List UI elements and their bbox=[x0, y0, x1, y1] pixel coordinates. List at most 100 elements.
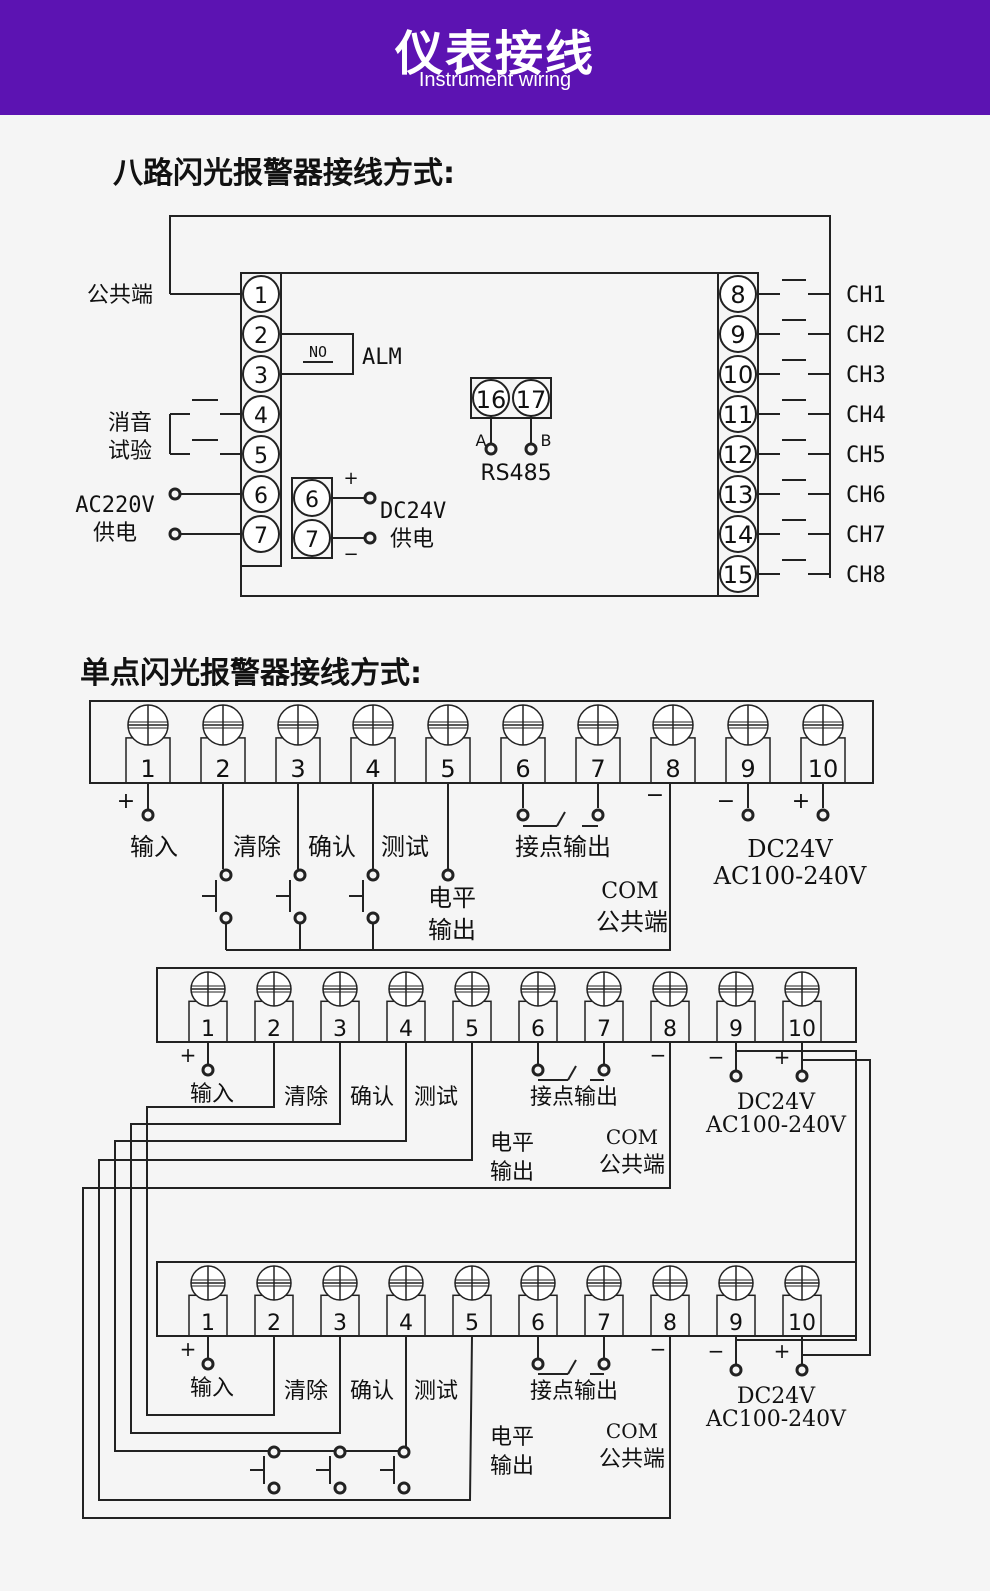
common-return-wire bbox=[226, 783, 671, 951]
screw-slot-box bbox=[727, 721, 769, 729]
common-loop-wire bbox=[169, 215, 831, 578]
ac-label: AC100-240V bbox=[705, 1113, 847, 1138]
terminal-circle bbox=[242, 515, 280, 553]
ac-label: AC220V bbox=[75, 493, 154, 518]
minus-label: − bbox=[717, 789, 735, 814]
com-label: COM bbox=[606, 1419, 658, 1443]
button-node bbox=[219, 868, 233, 882]
plus-label: + bbox=[343, 468, 358, 489]
terminal-label: 2 bbox=[215, 755, 230, 783]
clear-label: 清除 bbox=[284, 1085, 328, 1110]
button-node bbox=[397, 1445, 411, 1459]
section2-title: 单点闪光报警器接线方式: bbox=[80, 656, 422, 691]
minus-label: − bbox=[708, 1045, 725, 1069]
channel-label: CH6 bbox=[846, 483, 886, 508]
rs485-label: RS485 bbox=[480, 461, 551, 486]
level-node bbox=[441, 868, 455, 882]
terminal-label: 2 bbox=[267, 1017, 281, 1042]
clear-label: 清除 bbox=[233, 833, 281, 861]
terminal-label: 9 bbox=[729, 1311, 743, 1336]
screw-slot-box bbox=[718, 985, 754, 993]
dc-terminal-block bbox=[291, 477, 333, 559]
com-label: COM bbox=[601, 879, 658, 904]
screw-slot-box bbox=[277, 721, 319, 729]
contact-node bbox=[591, 808, 605, 822]
left-terminal-strip bbox=[240, 272, 282, 567]
terminal-label: 10 bbox=[723, 361, 754, 389]
channel-label: CH2 bbox=[846, 323, 886, 348]
clear-label: 清除 bbox=[284, 1379, 328, 1404]
section1-title: 八路闪光报警器接线方式: bbox=[113, 156, 455, 191]
bus-plus-wire bbox=[801, 1042, 871, 1356]
terminal-label: 8 bbox=[663, 1017, 677, 1042]
terminal-label: 5 bbox=[254, 444, 268, 469]
confirm-label: 确认 bbox=[308, 833, 356, 861]
screw-slot-box bbox=[454, 1279, 490, 1287]
ac-label: AC100-240V bbox=[713, 862, 867, 890]
confirm-label: 确认 bbox=[350, 1379, 394, 1404]
level-label: 输出 bbox=[490, 1160, 534, 1185]
screw-slot-box bbox=[202, 721, 244, 729]
screw-slot-box bbox=[352, 721, 394, 729]
screw-slot-box bbox=[586, 1279, 622, 1287]
screw-slot-box bbox=[586, 985, 622, 993]
terminal-circle bbox=[719, 515, 757, 553]
terminal-label: 6 bbox=[305, 488, 319, 513]
button-node bbox=[267, 1445, 281, 1459]
com-label: COM bbox=[606, 1125, 658, 1149]
terminal-label: 2 bbox=[254, 324, 268, 349]
input-node bbox=[141, 808, 155, 822]
contact-node bbox=[597, 1357, 611, 1371]
button-node bbox=[293, 911, 307, 925]
level-label: 输出 bbox=[490, 1454, 534, 1479]
page-subtitle: Instrument wiring bbox=[418, 69, 572, 91]
contact-output-label: 接点输出 bbox=[530, 1085, 618, 1110]
dc-supply-label: 供电 bbox=[390, 527, 434, 552]
a-label: A bbox=[476, 431, 487, 450]
power-node bbox=[729, 1363, 743, 1377]
power-node bbox=[795, 1069, 809, 1083]
terminal-label: 17 bbox=[516, 386, 547, 414]
screw-slot-box bbox=[520, 1279, 556, 1287]
terminal-label: 7 bbox=[254, 524, 268, 549]
alm-wire bbox=[281, 333, 354, 375]
bus-confirm-wire bbox=[130, 1042, 341, 1434]
terminal-label: 5 bbox=[465, 1017, 479, 1042]
terminal-circle bbox=[242, 475, 280, 513]
terminal-circle bbox=[242, 355, 280, 393]
contact-output-label: 接点输出 bbox=[515, 833, 611, 861]
bus-test-wire bbox=[114, 1042, 407, 1452]
terminal-circle bbox=[242, 275, 280, 313]
contact-switch bbox=[556, 811, 566, 827]
terminal-label: 1 bbox=[201, 1311, 215, 1336]
terminal-label: 1 bbox=[140, 755, 155, 783]
terminal-label: 8 bbox=[665, 755, 680, 783]
terminal-circle bbox=[242, 435, 280, 473]
contact-node bbox=[516, 808, 530, 822]
terminal-circle bbox=[719, 555, 757, 593]
channel-label: CH5 bbox=[846, 443, 886, 468]
terminal-label: 9 bbox=[729, 1017, 743, 1042]
dc-terminal-node bbox=[363, 491, 377, 505]
ac-label: AC100-240V bbox=[705, 1407, 847, 1432]
terminal-label: 1 bbox=[254, 284, 268, 309]
screw-slot-box bbox=[427, 721, 469, 729]
dc-label: DC24V bbox=[737, 1090, 816, 1115]
power-node bbox=[729, 1069, 743, 1083]
rs485-block bbox=[470, 377, 552, 419]
channel-label: CH1 bbox=[846, 283, 886, 308]
bus-clear-wire bbox=[146, 1042, 275, 1416]
terminal-label: 16 bbox=[476, 386, 507, 414]
b-label: B bbox=[541, 431, 552, 450]
terminal-label: 8 bbox=[663, 1311, 677, 1336]
input-label: 输入 bbox=[190, 1376, 234, 1401]
terminal-label: 6 bbox=[531, 1017, 545, 1042]
alm-label: ALM bbox=[362, 345, 402, 370]
confirm-label: 确认 bbox=[350, 1085, 394, 1110]
contact-output-label: 接点输出 bbox=[530, 1379, 618, 1404]
minus-label: − bbox=[650, 1337, 667, 1361]
terminal-circle bbox=[719, 275, 757, 313]
terminal-label: 8 bbox=[730, 281, 745, 309]
input-label: 输入 bbox=[130, 833, 178, 861]
terminal-label: 3 bbox=[333, 1017, 347, 1042]
